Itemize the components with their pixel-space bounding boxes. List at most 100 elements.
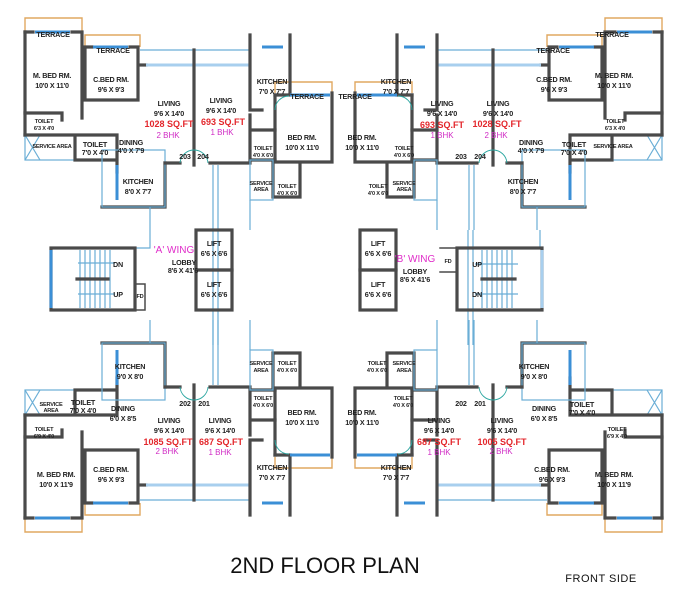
kitchen-size: 7'0 X 7'7 [259, 473, 286, 482]
living-size: 9'6 X 14'0 [154, 109, 184, 118]
toilet-label: TOILET [562, 140, 587, 149]
terrace-label: TERRACE [536, 46, 570, 55]
a-wing-core: 'A' WING LOBBY 8'6 X 41'6 LIFT 6'6 X 6'6… [113, 239, 228, 300]
dining-size: 4'0 X 7'9 [118, 146, 145, 155]
central-core [49, 228, 544, 345]
living-label: LIVING [209, 416, 232, 425]
unit-type: 2 BHK [489, 447, 513, 456]
lift-size: 6'6 X 6'6 [365, 249, 392, 258]
unit-top-right-1bhk: LIVING 9'6 X 14'0 693 SQ.FT 1 BHK 203 KI… [338, 77, 467, 197]
toilet-size: 6'9 X 4'0 [607, 434, 627, 440]
stair-down-label: DN [113, 260, 123, 269]
service-area-label: SERVICE [39, 402, 63, 408]
flat-number: 202 [179, 399, 191, 408]
living-label: LIVING [158, 99, 181, 108]
lift-size: 6'6 X 6'6 [201, 249, 228, 258]
a-wing-lift-2 [194, 268, 234, 312]
terrace-label: TERRACE [338, 92, 372, 101]
kitchen-size: 8'0 X 7'7 [125, 187, 152, 196]
kitchen-size: 9'0 X 8'0 [117, 372, 144, 381]
living-label: LIVING [428, 416, 451, 425]
toilet-label: TOILET [35, 427, 54, 433]
toilet-size: 7'0 X 4'0 [70, 406, 97, 415]
lobby-size: 8'6 X 41'6 [168, 266, 198, 275]
flat-number: 201 [474, 399, 486, 408]
stair-up-label: UP [472, 260, 482, 269]
unit-area: 693 SQ.FT [201, 117, 246, 127]
service-area-label: SERVICE AREA [32, 144, 71, 150]
lift-size: 6'6 X 6'6 [365, 290, 392, 299]
toilet-label: TOILET [83, 140, 108, 149]
toilet-size: 4'0 X 6'0 [367, 368, 387, 374]
service-area-label: SERVICE [392, 181, 416, 187]
terrace-label: TERRACE [36, 30, 70, 39]
service-area-label-2: AREA [43, 408, 58, 414]
child-bedroom-size: 9'6 X 9'3 [539, 475, 566, 484]
unit-area: 693 SQ.FT [420, 120, 465, 130]
kitchen-label: KITCHEN [123, 177, 154, 186]
bedroom-size: 10'0 X 11'0 [285, 143, 319, 152]
kitchen-size: 7'0 X 7'7 [259, 87, 286, 96]
unit-type: 2 BHK [484, 131, 508, 140]
bedroom-size: 10'0 X 11'0 [285, 418, 319, 427]
toilet-size: 7'0 X 4'0 [569, 408, 596, 417]
unit-type: 1 BHK [430, 131, 454, 140]
fire-duct-label: FD [444, 259, 451, 265]
kitchen-size: 7'0 X 7'7 [383, 473, 410, 482]
dining-label: DINING [111, 404, 136, 413]
master-bedroom-size: 10'0 X 11'0 [35, 81, 69, 90]
unit-type: 1 BHK [210, 128, 234, 137]
bedroom-label: BED RM. [348, 133, 377, 142]
kitchen-size: 9'0 X 8'0 [521, 372, 548, 381]
plan-title: 2ND FLOOR PLAN [230, 553, 420, 578]
toilet-size: 4'0 X 6'0 [394, 153, 414, 159]
kitchen-label: KITCHEN [381, 77, 412, 86]
child-bedroom-label: C.BED RM. [93, 75, 129, 84]
service-area-label-2: AREA [396, 187, 411, 193]
unit-top-right-2bhk: TERRACE TERRACE M. BED RM. 10'0 X 11'0 C… [472, 30, 633, 196]
stair-up-label: UP [113, 290, 123, 299]
living-size: 9'6 X 14'0 [487, 426, 517, 435]
living-size: 9'6 X 14'0 [424, 426, 454, 435]
unit-type: 2 BHK [155, 447, 179, 456]
kitchen-label: KITCHEN [381, 463, 412, 472]
unit-area: 1085 SQ.FT [143, 437, 193, 447]
flat-number: 204 [474, 152, 486, 161]
service-area-label-2: AREA [253, 187, 268, 193]
dining-label: DINING [119, 138, 144, 147]
kitchen-label: KITCHEN [508, 177, 539, 186]
living-label: LIVING [491, 416, 514, 425]
service-area-label: SERVICE [249, 181, 273, 187]
unit-type: 2 BHK [156, 131, 180, 140]
bedroom-label: BED RM. [348, 408, 377, 417]
toilet-size: 4'0 X 6'0 [368, 191, 388, 197]
master-bedroom-size: 10'0 X 11'9 [597, 480, 631, 489]
toilet-label: TOILET [369, 184, 388, 190]
bedroom-label: BED RM. [288, 408, 317, 417]
unit-bottom-right-2bhk: 201 LIVING 9'6 X 14'0 1005 SQ.FT 2 BHK K… [474, 362, 633, 489]
living-size: 9'6 X 14'0 [154, 426, 184, 435]
unit-top-left-2bhk: TERRACE TERRACE M. BED RM. 10'0 X 11'0 C… [32, 30, 194, 196]
unit-bottom-right-1bhk: 202 LIVING 9'6 X 14'0 687 SQ.FT 1 BHK SE… [345, 361, 467, 482]
toilet-label: TOILET [278, 361, 297, 367]
wing-label: 'B' WING [395, 254, 436, 265]
flat-number: 203 [455, 152, 467, 161]
flat-number: 203 [179, 152, 191, 161]
unit-area: 1005 SQ.FT [477, 437, 527, 447]
front-side-label: FRONT SIDE [565, 573, 636, 585]
dining-label: DINING [519, 138, 544, 147]
toilet-label: TOILET [394, 396, 413, 402]
terrace-label: TERRACE [290, 92, 324, 101]
kitchen-size: 7'0 X 7'7 [383, 87, 410, 96]
master-bedroom-size: 10'0 X 11'0 [597, 81, 631, 90]
child-bedroom-label: C.BED RM. [536, 75, 572, 84]
master-bedroom-label: M. BED RM. [33, 71, 72, 80]
child-bedroom-size: 9'6 X 9'3 [98, 85, 125, 94]
kitchen-label: KITCHEN [519, 362, 550, 371]
lift-label: LIFT [207, 280, 222, 289]
child-bedroom-label: C.BED RM. [534, 465, 570, 474]
unit-area: 687 SQ.FT [417, 437, 462, 447]
dining-size: 6'0 X 8'5 [110, 414, 137, 423]
toilet-size: 4'0 X 6'0 [253, 403, 273, 409]
